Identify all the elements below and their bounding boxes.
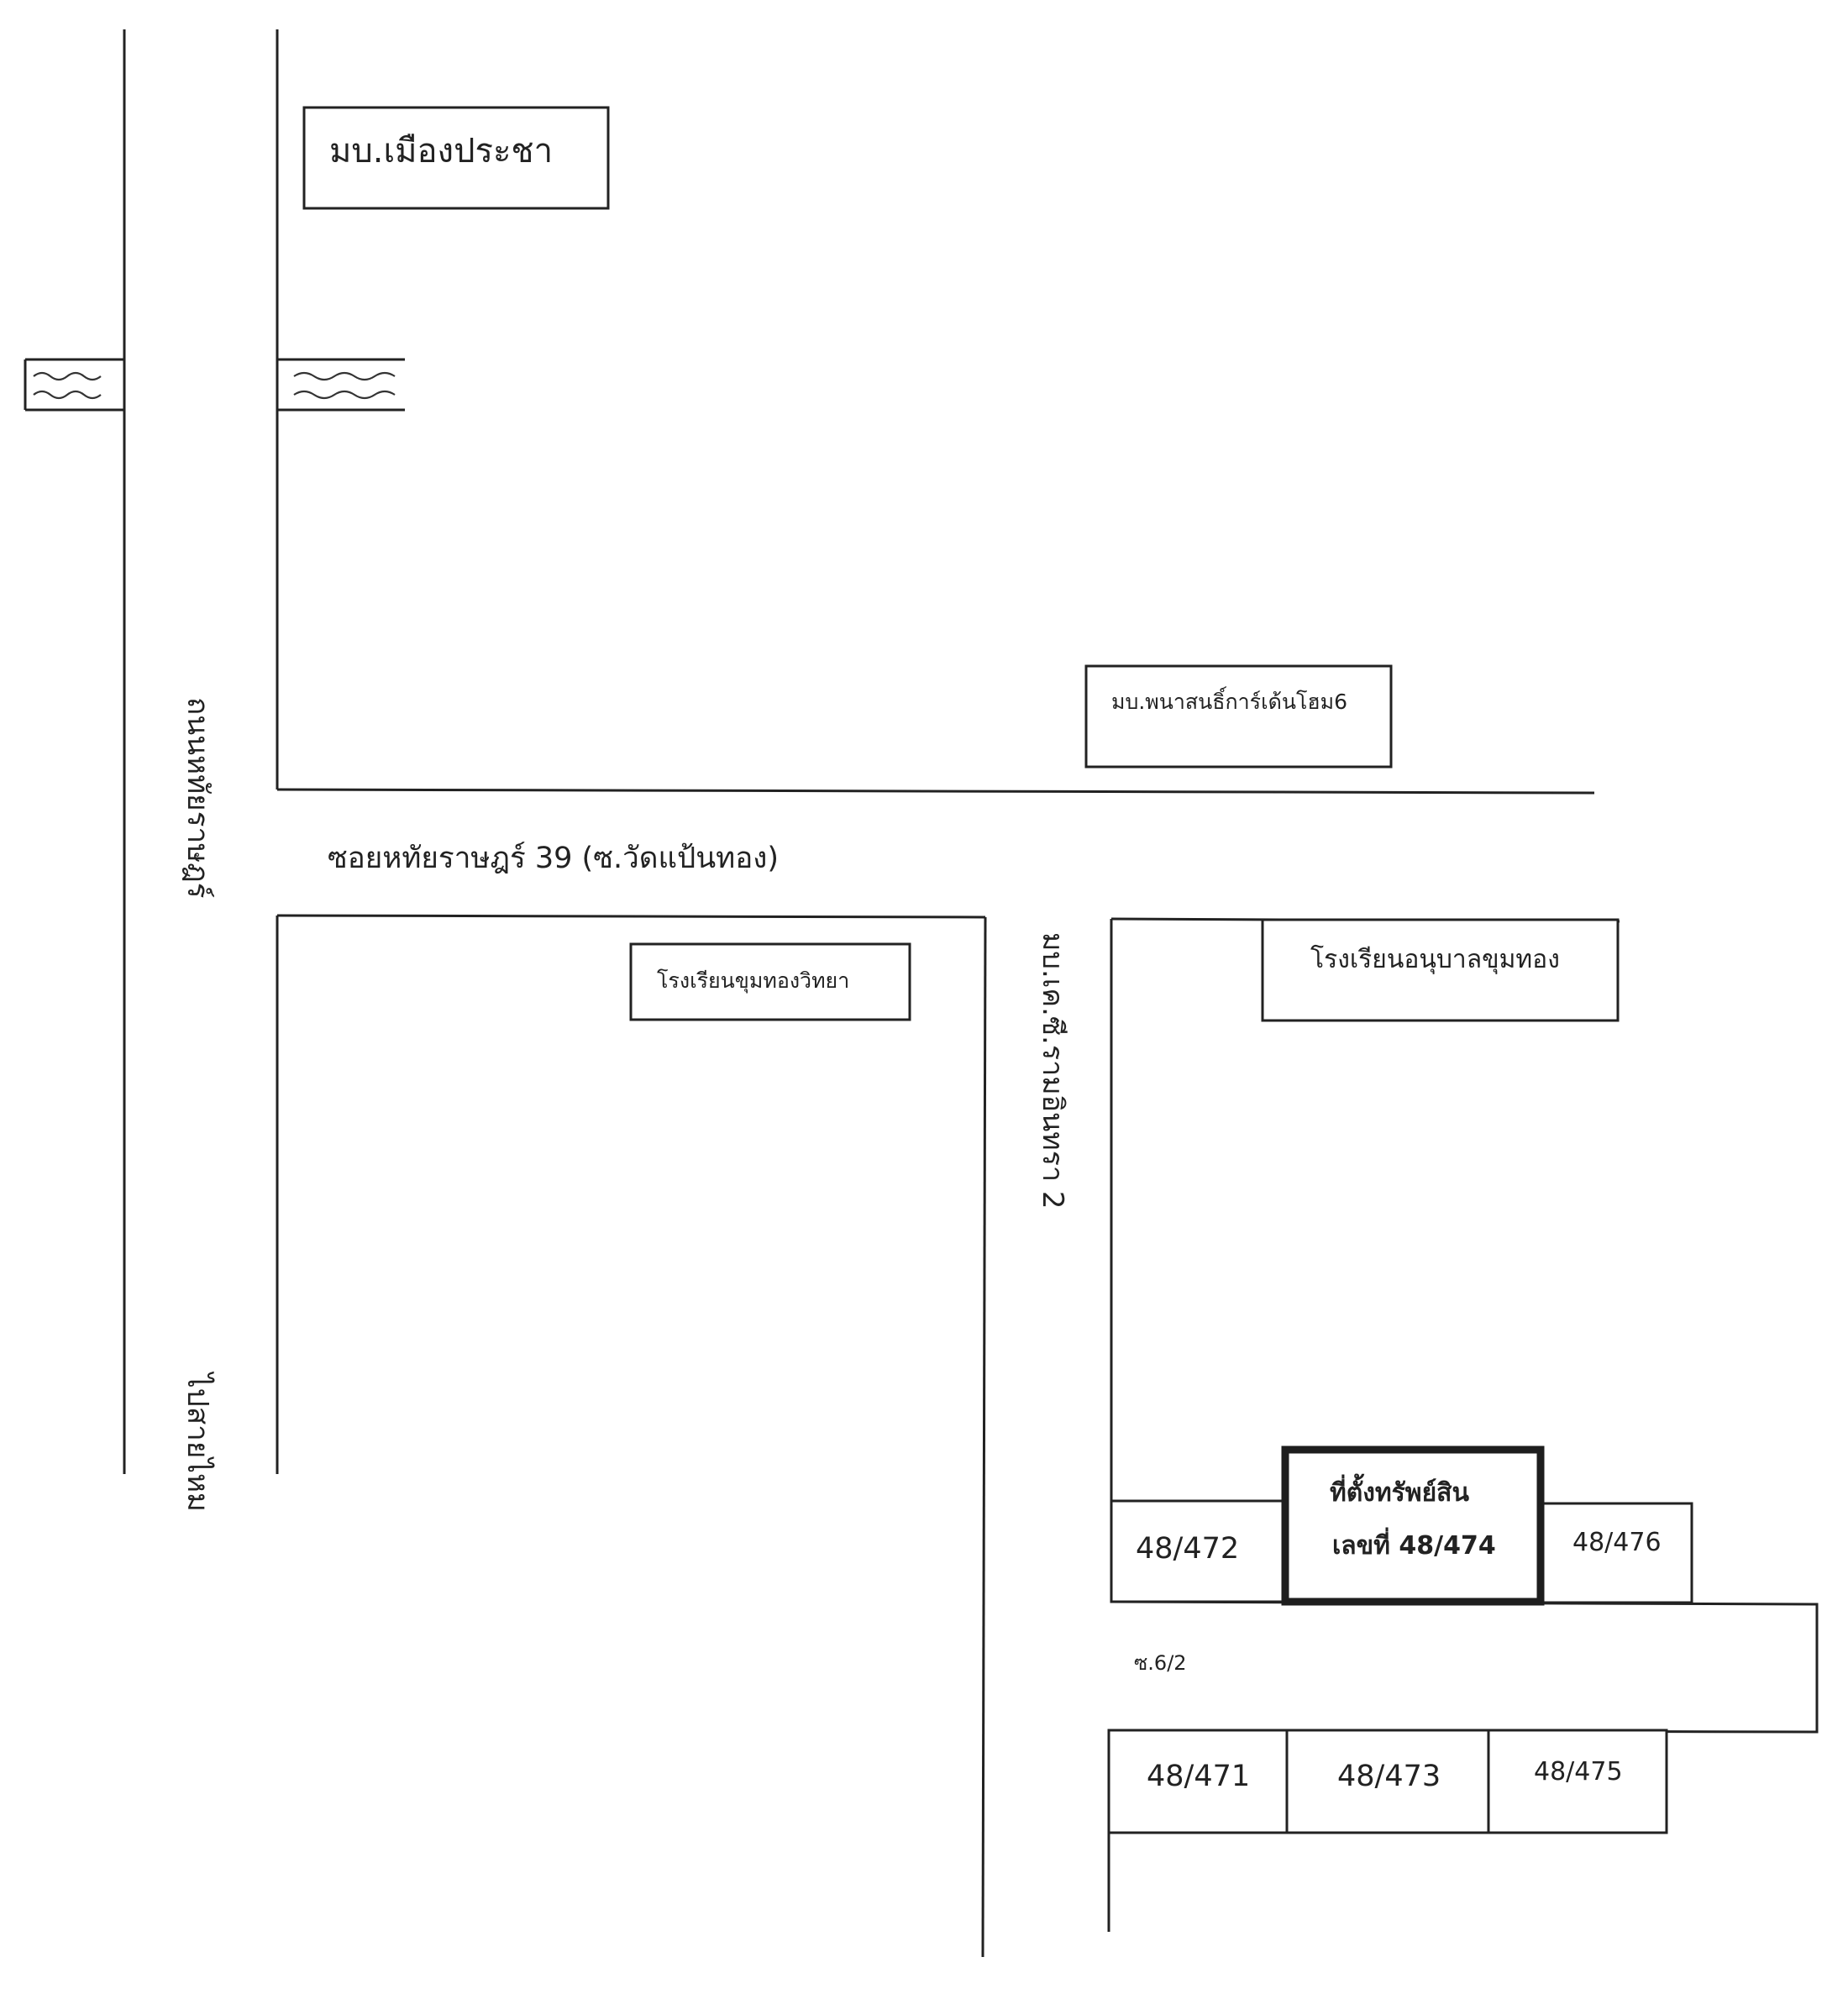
road-to-saimai-label: ไปสายไหม bbox=[181, 1373, 214, 1513]
side-road-west-edge bbox=[981, 916, 987, 1958]
soi-main-label: ซอยหทัยราษฎร์ 39 (ซ.วัดแป้นทอง) bbox=[328, 842, 779, 875]
village-mueang-pracha-label: มบ.เมืองประชา bbox=[329, 132, 554, 171]
school-khumthong-witthaya-label: โรงเรียนขุมทองวิทยา bbox=[657, 968, 850, 993]
village-panasan-box bbox=[1084, 664, 1393, 769]
lot-48-471-box bbox=[1107, 1729, 1289, 1834]
lot-48-472-box bbox=[1110, 1499, 1287, 1603]
school-anuban-khumthong-label: โรงเรียนอนุบาลขุมทอง bbox=[1310, 945, 1560, 974]
lot-48-475-box bbox=[1487, 1729, 1668, 1834]
lot-48-475-label: 48/475 bbox=[1534, 1757, 1623, 1787]
school-anuban-khumthong-box bbox=[1261, 918, 1620, 1022]
village-kc-ramintra-label: มบ.เค.ซี.รามอินทรา 2 bbox=[1036, 932, 1069, 1209]
road-hathai-label: ถนนหทัยราษฎร์ bbox=[181, 697, 214, 899]
property-number-label: เลขที่ 48/474 bbox=[1332, 1531, 1496, 1561]
lot-48-473-label: 48/473 bbox=[1337, 1760, 1441, 1793]
soi-6-2-outline bbox=[1108, 1600, 1819, 1734]
village-panasan-label: มบ.พนาสนธิ์การ์เด้นโฮม6 bbox=[1111, 690, 1348, 714]
lot-48-476-label: 48/476 bbox=[1572, 1528, 1662, 1557]
village-mueang-pracha-box bbox=[302, 106, 610, 210]
lot-48-473-box bbox=[1285, 1729, 1490, 1834]
soi-south-edge-west bbox=[276, 914, 986, 919]
canal-crossing bbox=[24, 358, 405, 412]
lot-48-476-box bbox=[1539, 1502, 1693, 1604]
property-48-474-box bbox=[1281, 1445, 1545, 1606]
soi-6-2-label: ซ.6/2 bbox=[1134, 1651, 1187, 1675]
lot-48-472-label: 48/472 bbox=[1136, 1532, 1240, 1566]
property-title-label: ที่ตั้งทรัพย์สิน bbox=[1330, 1478, 1469, 1508]
soi-north-edge bbox=[276, 788, 1595, 795]
lot-48-471-label: 48/471 bbox=[1147, 1760, 1251, 1793]
school-khumthong-witthaya-box bbox=[629, 942, 911, 1021]
